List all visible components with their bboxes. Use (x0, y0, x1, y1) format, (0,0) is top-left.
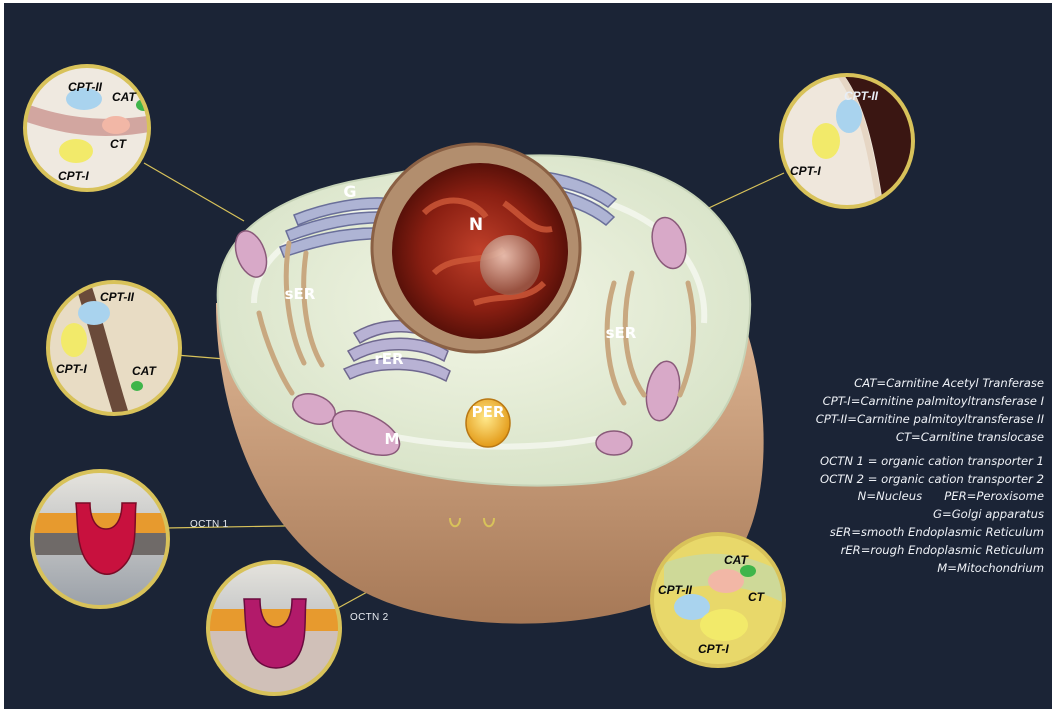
cpt1-protein (700, 609, 748, 641)
legend-mito: M=Mitochondrium (714, 560, 1044, 578)
legend-cpt2: CPT-II=Carnitine palmitoyltransferase II (714, 411, 1044, 429)
legend-cat: CAT=Carnitine Acetyl Tranferase (714, 375, 1044, 393)
cat-label: CAT (112, 90, 137, 104)
legend-golgi: G=Golgi apparatus (714, 506, 1044, 524)
callout-octn2 (208, 561, 342, 695)
cpt1-label: CPT-I (56, 362, 87, 376)
ser-left-label: sER (285, 285, 316, 303)
cpt2-protein (78, 301, 110, 325)
figure-canvas: N G sER sER rER M PER CPT-II CAT CT CPT-… (4, 3, 1052, 709)
octn2-label: OCTN 2 (350, 612, 389, 623)
cpt2-label: CPT-II (658, 583, 693, 597)
callout-top-left: CPT-II CAT CT CPT-I (24, 65, 154, 195)
cpt1-protein (812, 123, 840, 159)
legend-octn2: OCTN 2 = organic cation transporter 2 (714, 471, 1044, 489)
cpt2-label: CPT-II (68, 80, 103, 94)
cell-diagram: N G sER sER rER M PER CPT-II CAT CT CPT-… (4, 3, 1052, 709)
nucleus (372, 144, 580, 352)
callout-top-right: CPT-II CPT-I (780, 75, 914, 209)
cpt2-protein (836, 99, 862, 133)
ser-right-label: sER (606, 324, 637, 342)
cpt1-label: CPT-I (698, 642, 729, 656)
cat-label: CAT (132, 364, 157, 378)
legend-octn1: OCTN 1 = organic cation transporter 1 (714, 453, 1044, 471)
cpt1-label: CPT-I (790, 164, 821, 178)
cpt2-label: CPT-II (844, 89, 879, 103)
legend-rer: rER=rough Endoplasmic Reticulum (714, 542, 1044, 560)
cpt1-protein (59, 139, 93, 163)
golgi-label: G (343, 182, 356, 201)
cpt2-label: CPT-II (100, 290, 135, 304)
callout-middle-left: CPT-II CPT-I CAT (46, 281, 182, 417)
callout-octn1 (32, 471, 168, 607)
cpt1-label: CPT-I (58, 169, 89, 183)
cat-protein (131, 381, 143, 391)
ct-label: CT (110, 137, 128, 151)
rer-label: rER (374, 350, 404, 368)
ct-protein (102, 116, 130, 134)
octn1-label: OCTN 1 (190, 519, 229, 530)
ct-label: CT (748, 590, 766, 604)
peroxisome-label: PER (472, 403, 505, 421)
nucleus-label: N (469, 215, 483, 235)
legend-cpt1: CPT-I=Carnitine palmitoyltransferase I (714, 393, 1044, 411)
cpt1-protein (61, 323, 87, 357)
mitochondrium-label: M (385, 430, 400, 448)
legend-ser: sER=smooth Endoplasmic Reticulum (714, 524, 1044, 542)
legend-nucleus-peroxisome: N=Nucleus PER=Peroxisome (714, 488, 1044, 506)
legend-ct: CT=Carnitine translocase (714, 429, 1044, 447)
legend: CAT=Carnitine Acetyl Tranferase CPT-I=Ca… (714, 375, 1044, 578)
